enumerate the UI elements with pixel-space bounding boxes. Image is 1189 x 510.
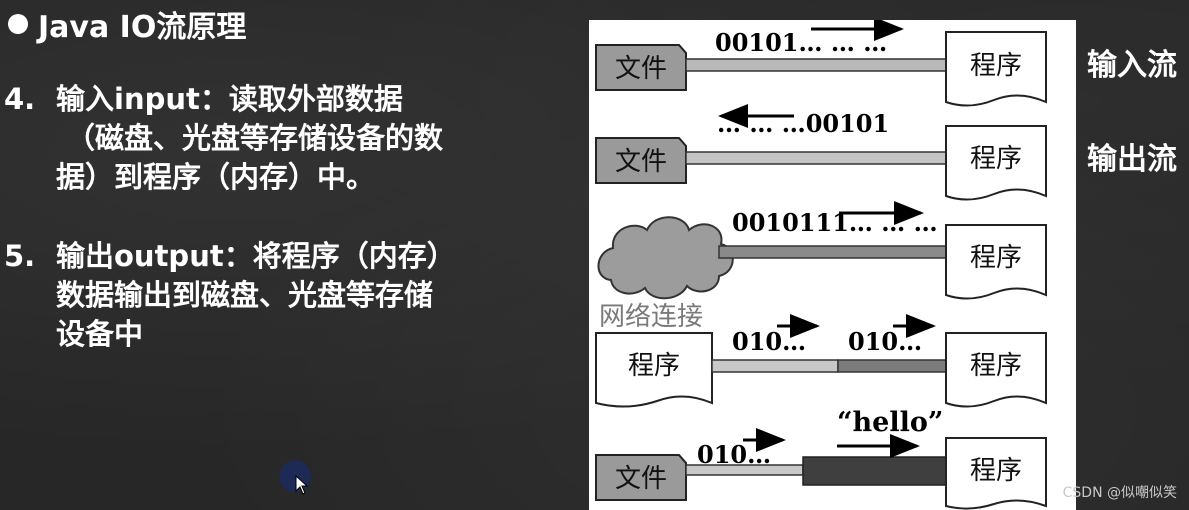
input-stream-label: 输入流	[1087, 48, 1177, 83]
row-hello-stream: 文件 010… “hello” 程序	[595, 407, 1047, 510]
mouse-pointer-icon	[295, 475, 309, 495]
file-label: 文件	[615, 54, 667, 84]
bullet-icon	[8, 14, 28, 34]
program-label: 程序	[970, 51, 1022, 81]
point-number: 4.	[4, 82, 36, 116]
data-label: 00101… … …	[715, 28, 887, 57]
data-label: 010…	[697, 440, 771, 469]
point-output: 5. 输出output：将程序（内存） 数据输出到磁盘、光盘等存储 设备中	[4, 237, 456, 354]
point-number: 5.	[4, 239, 36, 273]
stream-pipe	[837, 359, 947, 373]
slide-title: Java IO流原理	[8, 2, 246, 46]
program-label: 程序	[628, 351, 680, 381]
data-label: 010…	[848, 327, 922, 356]
program-box: 程序	[595, 332, 713, 408]
point-line: 输入input：读取外部数据	[56, 82, 403, 116]
row-input-stream: 文件 00101… … … 程序	[595, 20, 1047, 107]
io-stream-diagram: 文件 00101… … … 程序 文件 … … …00101 程序 网络连接 0…	[589, 20, 1076, 510]
file-box: 文件	[595, 44, 687, 91]
stream-pipe	[685, 151, 947, 165]
output-stream-label: 输出流	[1087, 142, 1177, 177]
program-box: 程序	[945, 31, 1047, 107]
program-label: 程序	[970, 243, 1022, 273]
program-label: 程序	[970, 456, 1022, 486]
program-box: 程序	[945, 332, 1047, 408]
point-line: 据）到程序（内存）中。	[56, 160, 376, 194]
program-label: 程序	[970, 144, 1022, 174]
file-box: 文件	[595, 137, 687, 184]
point-input: 4. 输入input：读取外部数据 （磁盘、光盘等存储设备的数 据）到程序（内存…	[4, 80, 443, 197]
row-program-to-program: 程序 010… 010… 程序	[595, 314, 1047, 408]
program-box: 程序	[945, 437, 1047, 510]
stream-pipe	[711, 359, 839, 373]
file-label: 文件	[615, 147, 667, 177]
program-box: 程序	[945, 224, 1047, 300]
point-line: 数据输出到磁盘、光盘等存储	[56, 278, 434, 312]
cloud-icon	[597, 216, 734, 300]
network-label: 网络连接	[599, 302, 703, 332]
data-label: … … …00101	[717, 109, 889, 138]
point-line: 输出output：将程序（内存）	[56, 239, 456, 273]
watermark: CSDN @似嘲似笑	[1062, 485, 1177, 501]
file-label: 文件	[615, 464, 667, 494]
hello-label: “hello”	[837, 407, 943, 438]
row-output-stream: 文件 … … …00101 程序	[595, 104, 1047, 201]
data-label: 010…	[732, 327, 806, 356]
cursor-highlight	[279, 460, 311, 492]
row-network-stream: 网络连接 0010111… … … 程序	[597, 201, 1047, 332]
point-line: （磁盘、光盘等存储设备的数	[66, 121, 444, 155]
stream-pipe	[802, 456, 947, 486]
stream-pipe	[685, 58, 947, 72]
file-box: 文件	[595, 454, 687, 501]
point-line: 设备中	[56, 317, 144, 351]
slide-title-text: Java IO流原理	[38, 10, 247, 45]
stream-pipe	[718, 245, 947, 259]
program-label: 程序	[970, 351, 1022, 381]
program-box: 程序	[945, 125, 1047, 201]
